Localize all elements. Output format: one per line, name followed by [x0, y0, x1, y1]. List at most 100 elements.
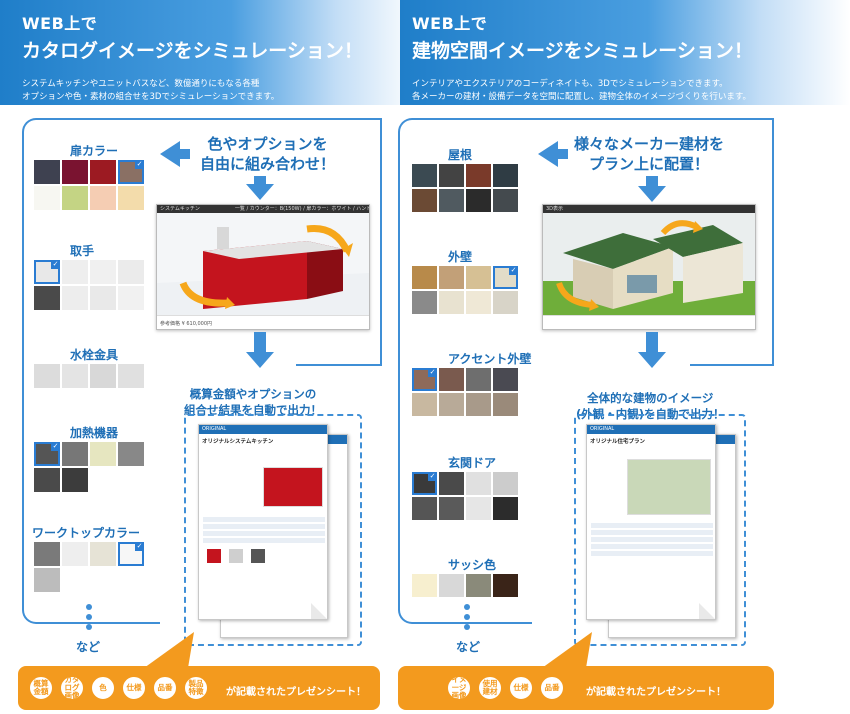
left-swatch[interactable]	[62, 160, 88, 184]
left-swatch[interactable]: ✓	[118, 160, 144, 184]
right-swatch[interactable]	[493, 291, 518, 314]
left-swatch[interactable]	[62, 468, 88, 492]
left-swatch[interactable]	[118, 442, 144, 466]
left-swatch[interactable]	[90, 286, 116, 310]
left-swatch[interactable]	[62, 442, 88, 466]
right-swatch[interactable]	[412, 164, 437, 187]
check-icon: ✓	[51, 260, 60, 269]
left-header-tag: WEB上で	[22, 14, 98, 33]
right-swatch[interactable]	[493, 393, 518, 416]
right-swatch[interactable]	[493, 472, 518, 495]
left-desc-line1: システムキッチンやユニットバスなど、数億通りにもなる各種	[22, 79, 260, 89]
right-swatch[interactable]	[439, 497, 464, 520]
left-swatch[interactable]	[62, 542, 88, 566]
left-swatch[interactable]	[90, 260, 116, 284]
left-kitchen-screen[interactable]: システムキッチン 一覧 / カウンター：B(150W) / 扉カラー：ホワイト …	[156, 204, 370, 330]
left-swatch[interactable]	[34, 160, 60, 184]
left-swatch[interactable]	[34, 186, 60, 210]
right-swatch[interactable]	[412, 291, 437, 314]
right-swatch[interactable]: ✓	[412, 368, 437, 391]
left-badge: カタログ画像	[59, 675, 85, 701]
left-swatch[interactable]	[90, 160, 116, 184]
right-down-arrow-icon-1	[638, 186, 666, 202]
right-swatch[interactable]	[439, 291, 464, 314]
left-swatch[interactable]	[118, 260, 144, 284]
left-sheet-curl	[311, 603, 327, 619]
right-swatch[interactable]	[439, 574, 464, 597]
right-badge: イメージ画像	[446, 675, 472, 701]
right-arrow-tail	[556, 149, 568, 159]
left-swatch[interactable]	[118, 186, 144, 210]
right-swatch[interactable]	[493, 497, 518, 520]
right-screen-titlebar: 3D表示	[543, 205, 755, 213]
right-swatch[interactable]	[439, 189, 464, 212]
right-sheet-front[interactable]: ORIGINAL オリジナル住宅プラン	[586, 424, 716, 620]
right-callout-line2: プラン上に配置！	[589, 155, 710, 173]
right-swatch[interactable]	[493, 368, 518, 391]
right-building-screen[interactable]: 3D表示	[542, 204, 756, 330]
left-sheet-front[interactable]: ORIGINAL オリジナルシステムキッチン	[198, 424, 328, 620]
left-swatch[interactable]	[90, 542, 116, 566]
left-screen-footer: 参考価格 ¥ 610,000円	[157, 315, 369, 329]
left-swatch[interactable]: ✓	[34, 260, 60, 284]
left-swatch[interactable]	[34, 542, 60, 566]
left-header-band	[0, 0, 420, 105]
left-swatch[interactable]	[34, 286, 60, 310]
right-swatch[interactable]	[466, 393, 491, 416]
left-swatch[interactable]	[90, 442, 116, 466]
left-swatch[interactable]	[90, 364, 116, 388]
right-swatch[interactable]	[439, 266, 464, 289]
right-desc-line2: 各メーカーの建材・設備データを空間に配置し、建物全体のイメージづくりを行います。	[412, 92, 751, 102]
left-sheet-swatch-dark	[251, 549, 265, 563]
left-swatch[interactable]	[34, 364, 60, 388]
right-swatch[interactable]: ✓	[412, 472, 437, 495]
right-swatch[interactable]	[439, 164, 464, 187]
left-etc-label: など	[76, 640, 101, 654]
right-swatch[interactable]	[412, 189, 437, 212]
left-swatch[interactable]	[118, 364, 144, 388]
check-icon: ✓	[51, 442, 60, 451]
right-swatch[interactable]	[412, 574, 437, 597]
left-ellipsis-dot	[86, 614, 92, 620]
right-swatch[interactable]	[412, 266, 437, 289]
left-desc-line2: オプションや色・素材の組合せを3Dでシミュレーションできます。	[22, 92, 280, 102]
left-swatch[interactable]	[118, 286, 144, 310]
left-swatch[interactable]: ✓	[34, 442, 60, 466]
left-swatch[interactable]	[90, 186, 116, 210]
right-swatch[interactable]	[493, 189, 518, 212]
right-swatch[interactable]	[493, 574, 518, 597]
left-swatch[interactable]	[34, 568, 60, 592]
left-output-caption: 概算金額やオプションの 組合せ結果を自動で出力！	[184, 386, 322, 418]
right-swatch[interactable]	[439, 393, 464, 416]
right-swatch[interactable]	[466, 472, 491, 495]
right-swatch[interactable]	[466, 574, 491, 597]
right-swatch[interactable]	[466, 189, 491, 212]
left-down-arrow-tail-1	[254, 176, 266, 184]
right-swatch[interactable]	[466, 497, 491, 520]
right-output-frame	[574, 414, 746, 646]
right-swatch[interactable]	[466, 368, 491, 391]
right-swatch[interactable]	[466, 164, 491, 187]
left-swatch[interactable]	[62, 186, 88, 210]
right-swatch[interactable]	[466, 266, 491, 289]
left-sheet-rows	[199, 515, 329, 545]
left-swatch[interactable]	[62, 260, 88, 284]
right-down-arrow-icon-2	[638, 352, 666, 368]
right-swatch[interactable]	[439, 368, 464, 391]
left-swatch[interactable]	[34, 468, 60, 492]
right-swatch[interactable]	[412, 393, 437, 416]
right-swatch[interactable]	[412, 497, 437, 520]
left-swatch[interactable]	[62, 364, 88, 388]
right-category-label: サッシ色	[448, 558, 497, 572]
right-swatch[interactable]	[493, 164, 518, 187]
left-swatch[interactable]: ✓	[118, 542, 144, 566]
left-bubble-tail	[144, 632, 224, 668]
right-swatch[interactable]	[466, 291, 491, 314]
left-frame-bottom	[296, 364, 382, 366]
left-swatch[interactable]	[62, 286, 88, 310]
right-category-label: 玄関ドア	[448, 456, 497, 470]
check-icon: ✓	[428, 368, 437, 377]
left-header-title: カタログイメージをシミュレーション！	[22, 40, 363, 62]
right-swatch[interactable]: ✓	[493, 266, 518, 289]
right-swatch[interactable]	[439, 472, 464, 495]
